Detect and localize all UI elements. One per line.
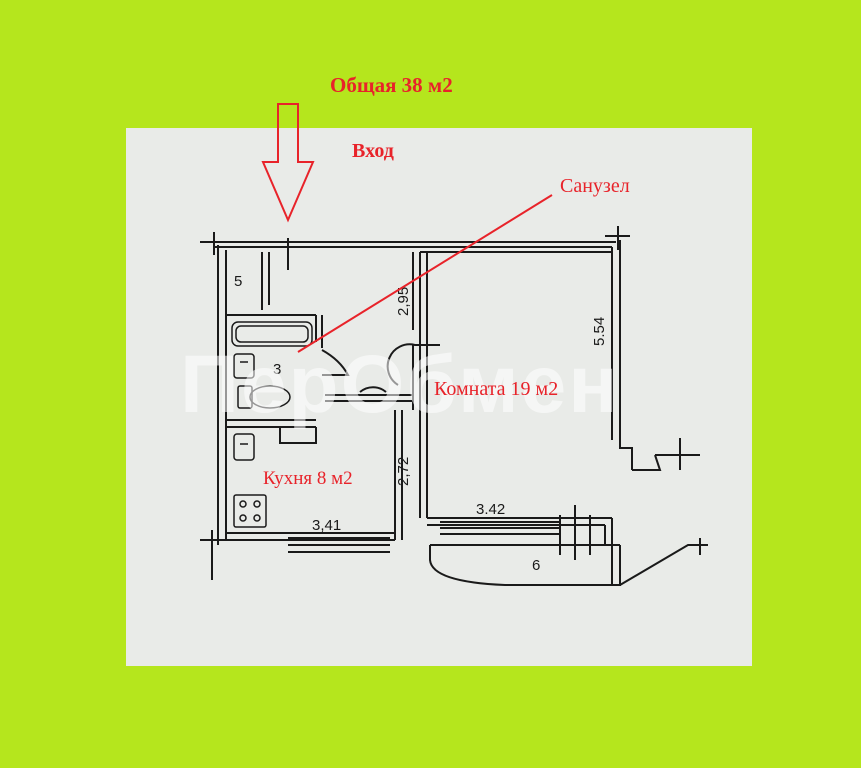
sink-icon: [233, 353, 255, 379]
dim-room-5: 5: [234, 273, 242, 290]
bathroom-label: Санузел: [560, 175, 630, 197]
floor-plan-paper: [126, 128, 752, 666]
watermark: ПерОбмен: [180, 339, 620, 430]
dim-kitchen-width: 3,41: [312, 517, 341, 534]
kitchen-label: Кухня 8 м2: [263, 468, 353, 489]
total-area-label: Общая 38 м2: [330, 73, 453, 97]
dim-room-width: 3.42: [476, 501, 505, 518]
dim-room-height: 5.54: [591, 317, 608, 346]
bathroom-pointer-line: [297, 194, 553, 353]
dim-balcony-6: 6: [532, 557, 540, 574]
entrance-label: Вход: [352, 140, 394, 162]
dim-bath-3: 3: [273, 361, 281, 378]
entrance-arrow-icon: [261, 103, 315, 223]
room-label: Комната 19 м2: [434, 378, 559, 400]
dim-kitchen-depth: 2,72: [395, 457, 412, 486]
dim-bath-depth: 2,95: [395, 287, 412, 316]
walls: [200, 226, 708, 586]
toilet-icon: [237, 385, 291, 409]
kitchen-sink-icon: [233, 433, 255, 461]
bathtub-icon: [231, 321, 313, 347]
stove-icon: [233, 494, 267, 528]
